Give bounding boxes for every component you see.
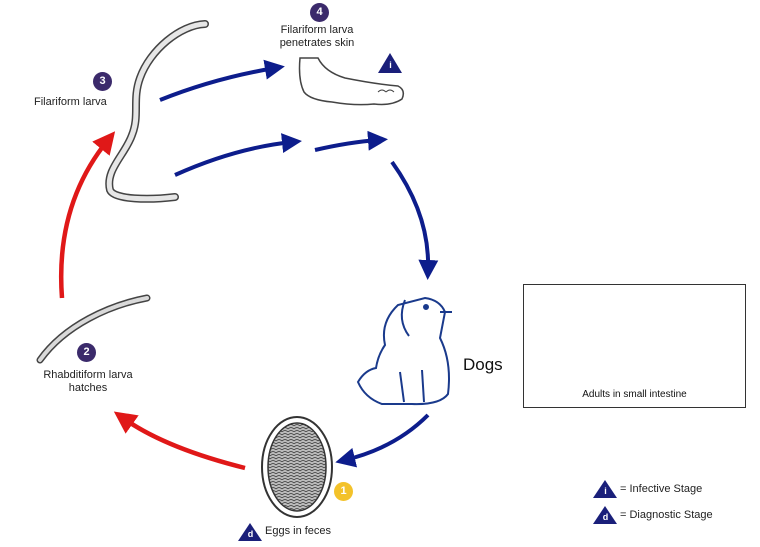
foot-illustration <box>298 57 405 106</box>
host-label: Dogs <box>463 355 503 374</box>
arrow-to-eggs <box>335 413 430 468</box>
rhabditiform-larva-illustration <box>36 294 151 364</box>
arrow-to-host-b <box>314 130 388 152</box>
stage-label-eggs: Eggs in feces <box>265 525 332 537</box>
egg-illustration <box>261 416 333 518</box>
stage-number-3: 3 <box>93 72 112 91</box>
legend-diagnostic-text: = Diagnostic Stage <box>620 509 713 521</box>
arrow-eggs-to-rhabditiform <box>113 411 246 471</box>
arrow-to-skin <box>159 59 285 102</box>
arrow-rhabditiform-to-filariform <box>58 131 116 299</box>
diagnostic-marker-letter: d <box>247 529 254 539</box>
legend-infective-text: = Infective Stage <box>620 483 703 495</box>
filariform-larva-illustration <box>105 20 209 203</box>
infective-marker-letter: i <box>389 60 392 70</box>
legend-diagnostic-triangle <box>593 506 617 524</box>
stage-label-filariform: Filariform larva <box>34 96 107 108</box>
dog-illustration <box>356 296 452 406</box>
adults-caption: Adults in small intestine <box>582 389 687 400</box>
legend-infective-triangle <box>593 480 617 498</box>
infective-marker-skin <box>378 53 402 73</box>
arrow-to-host-a <box>174 133 302 177</box>
diagnostic-marker-eggs <box>238 523 262 541</box>
stage-number-1: 1 <box>334 482 353 501</box>
stage-label-penetrates-skin: Filariform larva penetrates skin <box>279 24 355 49</box>
stage-number-4: 4 <box>310 3 329 22</box>
adults-panel: Adults in small intestine <box>523 284 746 408</box>
legend-infective-letter: i <box>604 486 607 496</box>
stage-label-rhabditiform: Rhabditiform larva hatches <box>43 369 133 394</box>
stage-number-2: 2 <box>77 343 96 362</box>
arrow-to-dog <box>390 160 439 280</box>
legend-diagnostic-letter: d <box>602 512 609 522</box>
